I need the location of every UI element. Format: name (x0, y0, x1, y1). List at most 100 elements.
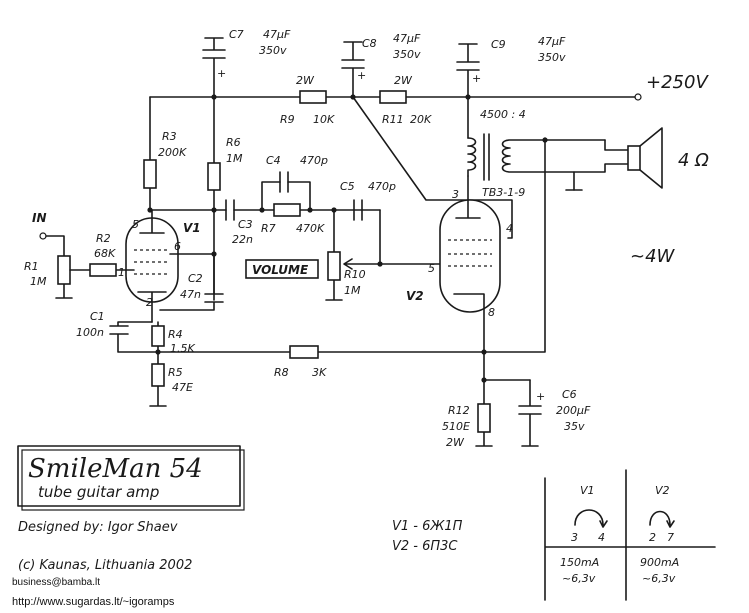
r3-resistor (143, 159, 157, 189)
r10-wiper (343, 258, 441, 270)
v2-tube (439, 199, 501, 313)
r10-value: 1M (344, 284, 361, 297)
heater-v2-pin-b: 7 (667, 531, 674, 544)
supply-label: +250V (646, 72, 709, 93)
c4-value: 470p (300, 154, 328, 167)
v1-anode (139, 209, 165, 234)
v1-pin2: 2 (146, 296, 153, 309)
v2-anode (455, 199, 481, 219)
c8-plus: + (357, 69, 366, 82)
speaker-wire (573, 139, 629, 173)
v2-screen-feed (352, 96, 513, 239)
c7-ref: C7 (229, 28, 244, 41)
transformer-core (483, 133, 490, 181)
r2-resistor (89, 263, 117, 277)
c2-value: 47n (180, 288, 201, 301)
v2-grids (448, 239, 492, 267)
volume-box (245, 259, 319, 279)
heater-v2-pin-a: 2 (649, 531, 656, 544)
r8-wire (157, 137, 546, 353)
c9-voltage: 350v (538, 51, 566, 64)
r3-ref: R3 (162, 130, 177, 143)
junction-r12c6 (481, 377, 487, 383)
junction-plate (147, 207, 153, 213)
c7-value: 47µF (263, 28, 291, 41)
input-jack (39, 232, 47, 240)
r11-power: 2W (394, 74, 413, 87)
r9-value: 10K (313, 113, 335, 126)
r1-ref: R1 (24, 260, 39, 273)
r11-ref: R11 (382, 113, 404, 126)
supply-terminal (634, 93, 642, 101)
heater-v2-voltage: ~6,3v (642, 572, 676, 585)
r7-value: 470K (296, 222, 325, 235)
v2-pin3: 3 (452, 188, 459, 201)
c8-voltage: 350v (393, 48, 421, 61)
r2-value: 68K (94, 247, 116, 260)
power-note: ~4W (630, 246, 676, 267)
v1-ref: V1 (183, 221, 201, 235)
r11-value: 20K (410, 113, 432, 126)
v1-pin5: 5 (132, 218, 139, 231)
r8-ref: R8 (274, 366, 289, 379)
v2-cathode (453, 293, 485, 381)
c9-capacitor (456, 43, 480, 98)
v1-cathode (137, 291, 167, 323)
c7-voltage: 350v (259, 44, 287, 57)
title-frame (17, 445, 241, 507)
volume-label: VOLUME (252, 263, 309, 277)
c8-capacitor (341, 41, 365, 98)
c7-capacitor (202, 37, 226, 98)
junction-tone-a (259, 207, 265, 213)
r4-value: 1.5K (170, 342, 195, 355)
c7-plus: + (217, 67, 226, 80)
speaker-impedance: 4 Ω (678, 150, 709, 171)
website-link[interactable]: http://www.sugardas.lt/~igoramps (12, 596, 175, 608)
v1-pin1: 1 (118, 266, 125, 279)
r7-resistor (273, 203, 301, 217)
r12-power: 2W (446, 436, 465, 449)
r6-resistor (207, 162, 221, 191)
heater-v2-current: 900mA (640, 556, 679, 569)
c1-value: 100n (76, 326, 104, 339)
c5-value: 470p (368, 180, 396, 193)
c3-capacitor (225, 199, 235, 221)
r12-wire (475, 379, 531, 447)
r10-ref: R10 (344, 268, 366, 281)
c2-capacitor (159, 253, 224, 311)
c2-ref: C2 (188, 272, 203, 285)
c6-plus: + (536, 390, 545, 403)
c3-value: 22n (232, 233, 253, 246)
r11-resistor (379, 90, 407, 104)
input-wire (45, 235, 73, 299)
email-link[interactable]: business@bamba.lt (12, 577, 100, 588)
input-label: IN (32, 211, 47, 225)
c8-value: 47µF (393, 32, 421, 45)
r2-ref: R2 (96, 232, 111, 245)
r4-wire (149, 321, 167, 407)
r8-value: 3K (312, 366, 327, 379)
junction-v2-cathode (481, 349, 487, 355)
r12-value: 510E (442, 420, 470, 433)
r7-ref: R7 (261, 222, 276, 235)
v2-pin5: 5 (428, 262, 435, 275)
junction-wiper (377, 261, 383, 267)
r1-value: 1M (30, 275, 47, 288)
v2-type: V2 - 6П3С (392, 539, 458, 554)
heater-v1-pin-a: 3 (571, 531, 578, 544)
c1-ref: C1 (90, 310, 105, 323)
transformer-ratio: 4500 : 4 (480, 108, 526, 121)
v2-pin8: 8 (488, 306, 495, 319)
r7-wire (261, 181, 311, 211)
c9-plus: + (472, 72, 481, 85)
r1-potentiometer (57, 255, 71, 285)
heater-v1-icon (574, 509, 608, 528)
heater-v2-name: V2 (655, 484, 670, 497)
heater-v1-current: 150mA (560, 556, 599, 569)
heater-v1-voltage: ~6,3v (562, 572, 596, 585)
junction-tone-b (307, 207, 313, 213)
heater-v1-name: V1 (580, 484, 595, 497)
r3-value: 200K (158, 146, 187, 159)
r9-power: 2W (296, 74, 315, 87)
